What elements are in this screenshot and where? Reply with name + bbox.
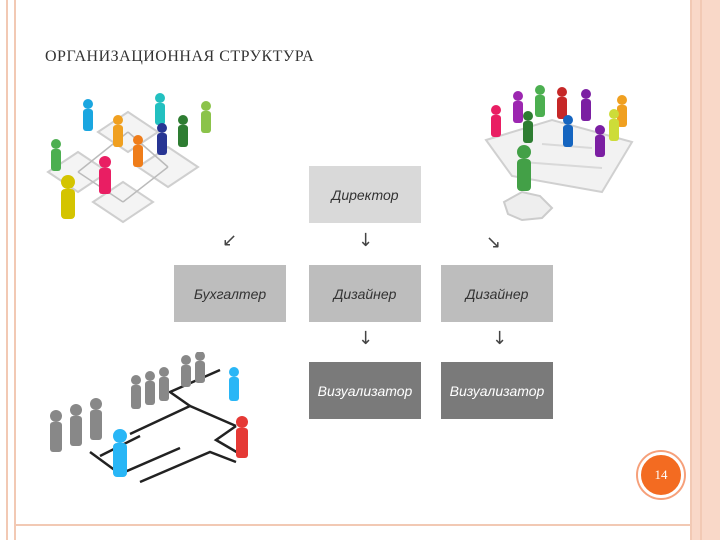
designer-box-2: Дизайнер xyxy=(441,265,553,322)
designer-box-1: Дизайнер xyxy=(309,265,421,322)
arrow-down: ↓ xyxy=(358,328,374,349)
arrow-down: ↓ xyxy=(358,230,374,251)
visualizer-box-2: Визуализатор xyxy=(441,362,553,419)
slide-frame-left xyxy=(0,0,16,540)
people-network-grid-icon xyxy=(46,93,211,224)
slide-frame-right xyxy=(690,0,720,540)
accountant-box: Бухгалтер xyxy=(174,265,286,322)
people-bracket-tree-icon xyxy=(50,352,248,484)
arrow-down: ↓ xyxy=(492,328,508,349)
people-puzzle-icon xyxy=(484,85,634,222)
slide-title: ОРГАНИЗАЦИОННАЯ СТРУКТУРА xyxy=(45,48,315,65)
page-number-badge: 14 xyxy=(638,452,684,498)
visualizer-box-1: Визуализатор xyxy=(309,362,421,419)
arrow-down-right: ↘ xyxy=(486,232,502,253)
arrow-down-left: ↙ xyxy=(222,230,238,251)
slide-frame-bottom xyxy=(16,524,690,540)
director-box: Директор xyxy=(309,166,421,223)
